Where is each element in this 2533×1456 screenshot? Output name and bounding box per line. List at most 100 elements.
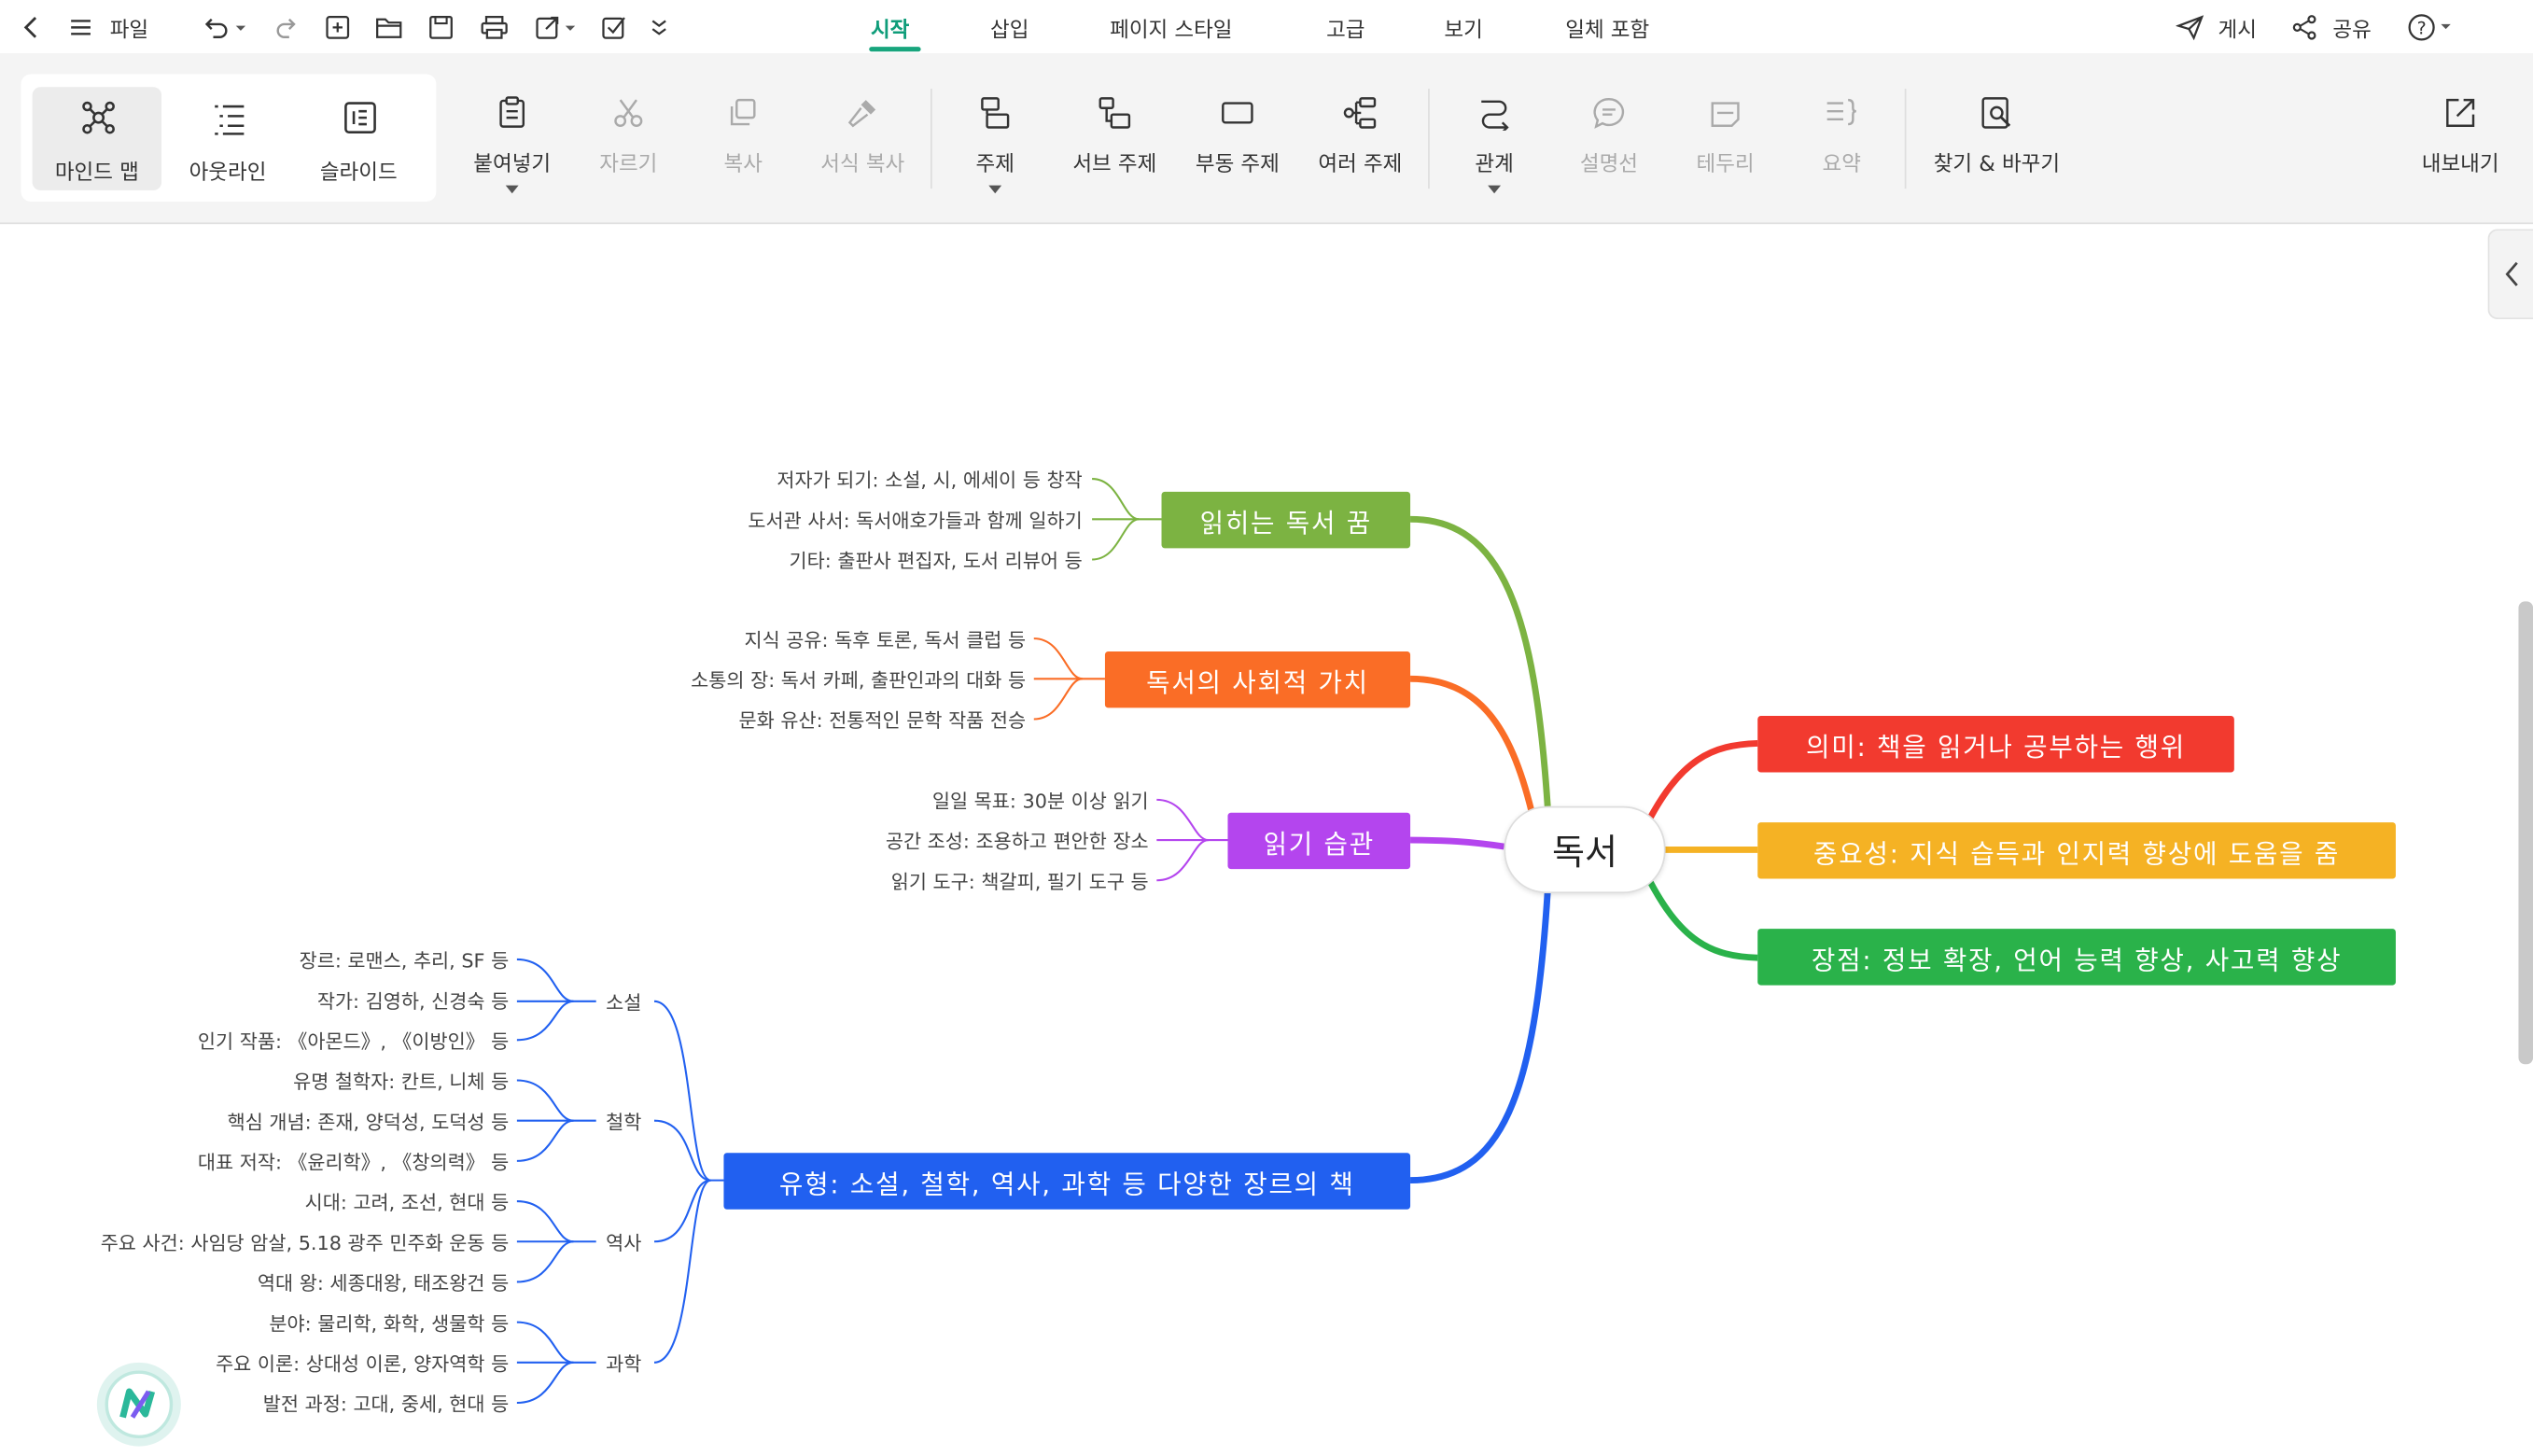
tab-advanced[interactable]: 고급	[1326, 19, 1365, 44]
slide-icon	[344, 102, 376, 133]
subtopic-philosophy[interactable]: 철학	[606, 1111, 642, 1134]
subtopic-item[interactable]: 읽기 도구: 책갈피, 필기 도구 등	[890, 870, 1149, 894]
subtopic-item[interactable]: 주요 이론: 상대성 이론, 양자역학 등	[216, 1352, 510, 1376]
relationship-dropdown-icon[interactable]	[1488, 185, 1502, 194]
subtopic-item[interactable]: 도서관 사서: 독서애호가들과 함께 일하기	[748, 509, 1083, 533]
connector-social	[1410, 675, 1535, 812]
summary-button[interactable]: 요약	[1810, 86, 1874, 215]
subtopic-item[interactable]: 시대: 고려, 조선, 현대 등	[304, 1191, 510, 1214]
topic-importance[interactable]: 중요성: 지식 습득과 인지력 향상에 도움을 줌	[1757, 822, 2396, 879]
connector-habit	[1410, 836, 1504, 850]
outline-icon	[215, 105, 245, 135]
vertical-scrollbar[interactable]	[2518, 601, 2533, 1065]
export-button[interactable]: 내보내기	[2422, 86, 2499, 215]
subtopic-item[interactable]: 유명 철학자: 칸트, 니체 등	[293, 1071, 510, 1094]
paste-button[interactable]: 붙여넣기	[473, 86, 551, 215]
ribbon-separator	[930, 89, 932, 189]
topic-reading-habit[interactable]: 읽기 습관	[1227, 812, 1411, 870]
slide-view-button[interactable]: 슬라이드	[294, 87, 423, 190]
subtopic-item[interactable]: 일일 목표: 30분 이상 읽기	[931, 790, 1149, 813]
format-painter-button[interactable]: 서식 복사	[820, 86, 904, 215]
subtopic-item[interactable]: 소통의 장: 독서 카페, 출판인과의 대화 등	[691, 668, 1027, 693]
task-icon[interactable]	[601, 11, 646, 44]
topic-icon	[981, 97, 1010, 129]
subtopic-icon	[1099, 97, 1131, 129]
copy-button[interactable]: 복사	[711, 86, 776, 215]
mindmap-view-button[interactable]: 마인드 맵	[32, 87, 162, 190]
file-menu[interactable]: 파일	[109, 18, 149, 43]
find-replace-button[interactable]: 찾기 & 바꾸기	[1934, 86, 2060, 215]
slide-view-label: 슬라이드	[319, 161, 398, 186]
topic-book-types[interactable]: 유형: 소설, 철학, 역사, 과학 등 다양한 장르의 책	[723, 1153, 1411, 1210]
central-topic[interactable]: 독서	[1504, 805, 1666, 894]
tab-ai[interactable]: 일체 포함	[1565, 19, 1650, 44]
subtopic-label: 서브 주제	[1072, 153, 1157, 178]
ai-assistant-button[interactable]	[96, 1362, 181, 1447]
floating-topic-icon	[1222, 102, 1253, 124]
publish-button[interactable]: 게시	[2176, 11, 2257, 44]
topic-meaning[interactable]: 의미: 책을 읽거나 공부하는 행위	[1757, 716, 2234, 773]
copy-icon	[730, 98, 756, 126]
tab-start[interactable]: 시작	[870, 19, 910, 44]
subtopic-item[interactable]: 분야: 물리학, 화학, 생물학 등	[269, 1312, 510, 1336]
topic-label: 주제	[975, 153, 1015, 178]
cut-button[interactable]: 자르기	[596, 86, 661, 215]
subtopic-item[interactable]: 문화 유산: 전통적인 문학 작품 전승	[738, 709, 1027, 733]
outline-view-button[interactable]: 아웃라인	[163, 87, 292, 190]
connector-advantages	[1641, 869, 1758, 961]
subtopic-button[interactable]: 서브 주제	[1072, 86, 1156, 215]
share-icon	[2292, 15, 2316, 40]
print-icon[interactable]	[480, 11, 509, 44]
subtopic-item[interactable]: 작가: 김영하, 신경숙 등	[316, 989, 510, 1013]
boundary-button[interactable]: 테두리	[1693, 86, 1757, 215]
subtopic-item[interactable]: 발전 과정: 고대, 중세, 현대 등	[262, 1393, 510, 1416]
subtopic-item[interactable]: 인기 작품: 《아몬드》, 《이방인》 등	[197, 1029, 510, 1054]
mindmap-icon	[82, 101, 115, 134]
tab-insert[interactable]: 삽입	[990, 19, 1029, 44]
subtopic-item[interactable]: 기타: 출판사 편집자, 도서 리뷰어 등	[789, 550, 1083, 573]
subtopic-history[interactable]: 역사	[606, 1231, 642, 1255]
relationship-label: 관계	[1475, 153, 1514, 178]
export-file-icon[interactable]	[535, 11, 580, 44]
topic-advantages[interactable]: 장점: 정보 확장, 언어 능력 향상, 사고력 향상	[1757, 929, 2396, 986]
connector-dream	[1410, 515, 1551, 807]
callout-button[interactable]: 설명선	[1576, 86, 1641, 215]
format-painter-label: 서식 복사	[820, 153, 905, 178]
paste-dropdown-icon[interactable]	[505, 185, 519, 194]
connector-meaning	[1641, 739, 1758, 831]
new-file-icon[interactable]	[325, 11, 351, 44]
redo-icon[interactable]	[274, 11, 301, 44]
subtopic-science[interactable]: 과학	[606, 1352, 642, 1376]
topic-button[interactable]: 주제	[963, 86, 1028, 215]
boundary-label: 테두리	[1696, 153, 1755, 178]
back-icon[interactable]	[20, 11, 46, 44]
subtopic-item[interactable]: 지식 공유: 독후 토론, 독서 클럽 등	[744, 628, 1027, 651]
help-icon[interactable]: ?	[2407, 11, 2456, 44]
topic-social-value[interactable]: 독서의 사회적 가치	[1104, 651, 1411, 708]
types-bracket	[516, 958, 724, 1405]
side-panel-toggle[interactable]	[2487, 229, 2533, 320]
undo-icon[interactable]	[201, 11, 246, 44]
subtopic-item[interactable]: 저자가 되기: 소설, 시, 에세이 등 창작	[777, 469, 1083, 492]
share-button[interactable]: 공유	[2290, 11, 2372, 44]
tab-page-style[interactable]: 페이지 스타일	[1110, 19, 1233, 44]
subtopic-item[interactable]: 공간 조성: 조용하고 편안한 장소	[885, 830, 1149, 853]
subtopic-item[interactable]: 대표 저작: 《윤리학》, 《창의력》 등	[197, 1151, 510, 1174]
floating-topic-button[interactable]: 부동 주제	[1196, 86, 1280, 215]
subtopic-item[interactable]: 장르: 로맨스, 추리, SF 등	[299, 949, 510, 973]
export-icon	[2446, 98, 2475, 127]
topic-reading-dream[interactable]: 읽히는 독서 꿈	[1161, 491, 1411, 549]
subtopic-item[interactable]: 주요 사건: 사임당 암살, 5.18 광주 민주화 운동 등	[100, 1231, 510, 1255]
more-chevron-icon[interactable]	[650, 11, 669, 44]
open-folder-icon[interactable]	[375, 11, 404, 44]
subtopic-novel[interactable]: 소설	[606, 991, 642, 1015]
save-icon[interactable]	[428, 11, 455, 44]
cut-label: 자르기	[599, 153, 658, 178]
relationship-button[interactable]: 관계	[1462, 86, 1526, 215]
multiple-topics-button[interactable]: 여러 주제	[1318, 86, 1402, 215]
menu-icon[interactable]	[68, 11, 94, 44]
subtopic-item[interactable]: 역대 왕: 세종대왕, 태조왕건 등	[257, 1272, 510, 1295]
subtopic-item[interactable]: 핵심 개념: 존재, 양덕성, 도덕성 등	[227, 1111, 510, 1134]
topic-dropdown-icon[interactable]	[988, 185, 1002, 194]
tab-view[interactable]: 보기	[1444, 19, 1483, 44]
